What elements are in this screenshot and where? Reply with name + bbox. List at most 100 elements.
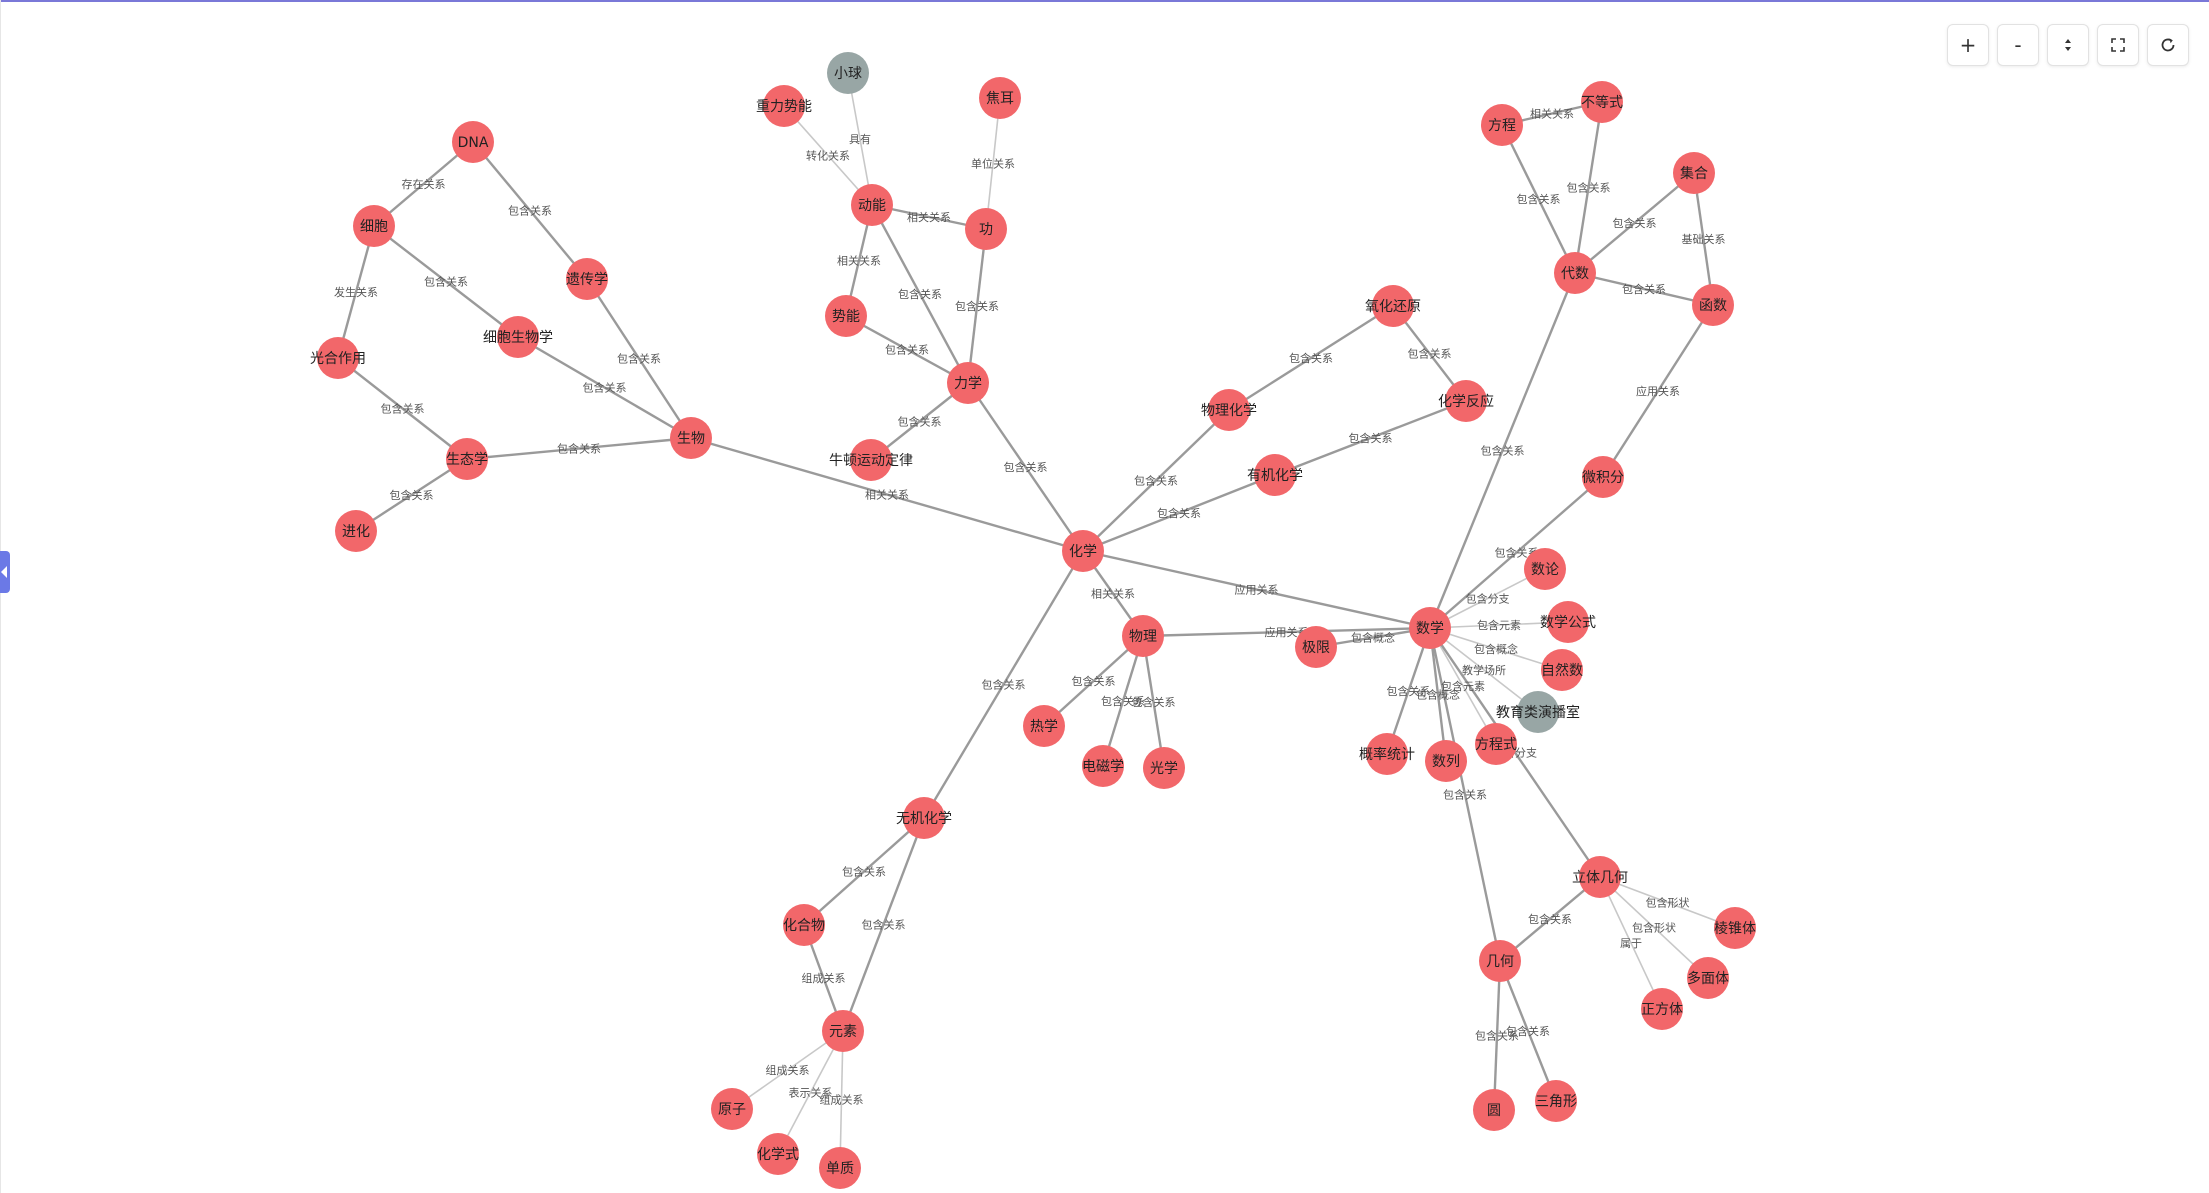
graph-node[interactable]: 三角形 bbox=[1535, 1080, 1577, 1122]
edge-label: 包含关系 bbox=[1134, 474, 1178, 488]
graph-node[interactable]: 正方体 bbox=[1641, 988, 1683, 1030]
graph-node[interactable]: 数学公式 bbox=[1540, 601, 1596, 643]
node-circle bbox=[670, 417, 712, 459]
node-circle bbox=[819, 1147, 861, 1189]
fullscreen-button[interactable] bbox=[2097, 24, 2139, 66]
graph-node[interactable]: 概率统计 bbox=[1359, 733, 1415, 775]
side-panel-toggle[interactable] bbox=[0, 551, 10, 593]
graph-node[interactable]: 方程式 bbox=[1475, 723, 1517, 765]
graph-node[interactable]: 电磁学 bbox=[1082, 745, 1124, 787]
graph-node[interactable]: 小球 bbox=[827, 52, 869, 94]
node-label: 数学公式 bbox=[1540, 615, 1596, 631]
graph-edge bbox=[922, 550, 1085, 819]
graph-node[interactable]: 棱锥体 bbox=[1714, 907, 1756, 949]
graph-node[interactable]: 无机化学 bbox=[896, 797, 952, 839]
graph-node[interactable]: 不等式 bbox=[1581, 81, 1623, 123]
graph-node[interactable]: 化学式 bbox=[757, 1133, 799, 1175]
node-label: 氧化还原 bbox=[1365, 299, 1421, 315]
node-circle bbox=[1082, 745, 1124, 787]
graph-node[interactable]: 热学 bbox=[1023, 705, 1065, 747]
edge-label: 包含关系 bbox=[862, 918, 906, 932]
edge-label: 包含关系 bbox=[1408, 347, 1452, 361]
graph-edge bbox=[1428, 272, 1577, 629]
graph-node[interactable]: 函数 bbox=[1692, 284, 1734, 326]
graph-node[interactable]: 氧化还原 bbox=[1365, 285, 1421, 327]
top-accent-line bbox=[0, 0, 2209, 2]
node-label: 生态学 bbox=[446, 452, 488, 468]
graph-node[interactable]: 光合作用 bbox=[310, 337, 366, 379]
edge-label: 包含关系 bbox=[982, 678, 1026, 692]
graph-edge bbox=[517, 335, 692, 440]
refresh-button[interactable] bbox=[2147, 24, 2189, 66]
graph-node[interactable]: 多面体 bbox=[1687, 957, 1729, 999]
refresh-icon bbox=[2161, 38, 2175, 52]
graph-node[interactable]: 重力势能 bbox=[756, 85, 812, 127]
graph-node[interactable]: 有机化学 bbox=[1247, 454, 1303, 496]
graph-edge bbox=[1599, 876, 1663, 1010]
graph-node[interactable]: 功 bbox=[965, 208, 1007, 250]
graph-edge bbox=[1101, 635, 1145, 767]
node-circle bbox=[1254, 454, 1296, 496]
graph-node[interactable]: 细胞 bbox=[353, 205, 395, 247]
graph-node[interactable]: 化合物 bbox=[783, 904, 825, 946]
graph-node[interactable]: 原子 bbox=[711, 1088, 753, 1130]
graph-edge bbox=[373, 141, 474, 227]
graph-edge bbox=[985, 97, 1001, 230]
graph-node[interactable]: 单质 bbox=[819, 1147, 861, 1189]
graph-edge bbox=[1274, 399, 1467, 477]
graph-node[interactable]: 焦耳 bbox=[979, 77, 1021, 119]
graph-node[interactable]: 遗传学 bbox=[566, 258, 608, 300]
node-circle bbox=[783, 904, 825, 946]
graph-node[interactable]: 方程 bbox=[1481, 104, 1523, 146]
edge-label: 包含关系 bbox=[1443, 788, 1487, 802]
graph-node[interactable]: 集合 bbox=[1673, 152, 1715, 194]
graph-node[interactable]: 力学 bbox=[947, 362, 989, 404]
graph-node[interactable]: 势能 bbox=[825, 295, 867, 337]
node-label: 三角形 bbox=[1535, 1094, 1577, 1110]
graph-node[interactable]: 极限 bbox=[1295, 626, 1337, 668]
edge-label: 相关关系 bbox=[837, 254, 881, 268]
node-label: 遗传学 bbox=[566, 272, 608, 288]
graph-node[interactable]: 牛顿运动定律 bbox=[829, 439, 913, 481]
graph-node[interactable]: 自然数 bbox=[1541, 649, 1583, 691]
graph-node[interactable]: 物理化学 bbox=[1201, 389, 1257, 431]
edge-label: 包含形状 bbox=[1646, 896, 1690, 910]
node-label: 数学 bbox=[1416, 621, 1444, 637]
graph-node[interactable]: 数列 bbox=[1425, 740, 1467, 782]
graph-node[interactable]: 圆 bbox=[1473, 1089, 1515, 1131]
graph-node[interactable]: 元素 bbox=[822, 1010, 864, 1052]
graph-edge bbox=[1082, 549, 1431, 630]
fit-view-button[interactable] bbox=[2047, 24, 2089, 66]
graph-node[interactable]: 几何 bbox=[1479, 940, 1521, 982]
graph-node[interactable]: 数论 bbox=[1524, 548, 1566, 590]
graph-node[interactable]: 物理 bbox=[1122, 615, 1164, 657]
graph-node[interactable]: 化学反应 bbox=[1438, 380, 1494, 422]
zoom-out-button[interactable]: - bbox=[1997, 24, 2039, 66]
graph-node[interactable]: 进化 bbox=[335, 510, 377, 552]
edge-label: 包含关系 bbox=[557, 442, 601, 456]
graph-node[interactable]: 立体几何 bbox=[1572, 856, 1628, 898]
edge-label: 包含概念 bbox=[1416, 688, 1460, 702]
zoom-in-button[interactable]: + bbox=[1947, 24, 1989, 66]
node-label: 几何 bbox=[1486, 954, 1514, 970]
graph-node[interactable]: 光学 bbox=[1143, 747, 1185, 789]
graph-node[interactable]: 化学 bbox=[1062, 530, 1104, 572]
edge-label: 包含关系 bbox=[1622, 282, 1666, 296]
node-label: 化合物 bbox=[783, 918, 825, 934]
graph-node[interactable]: 教育类演播室 bbox=[1496, 691, 1580, 733]
graph-edge bbox=[839, 1030, 844, 1169]
graph-node[interactable]: 微积分 bbox=[1582, 456, 1624, 498]
graph-node[interactable]: DNA bbox=[452, 121, 494, 163]
graph-edge bbox=[966, 228, 988, 384]
node-label: 数论 bbox=[1531, 562, 1559, 578]
graph-node[interactable]: 代数 bbox=[1554, 252, 1596, 294]
graph-node[interactable]: 细胞生物学 bbox=[483, 316, 553, 358]
graph-node[interactable]: 动能 bbox=[851, 184, 893, 226]
node-circle bbox=[1122, 615, 1164, 657]
graph-node[interactable]: 生态学 bbox=[446, 438, 488, 480]
left-border bbox=[0, 0, 1, 1193]
graph-node[interactable]: 生物 bbox=[670, 417, 712, 459]
node-label: 概率统计 bbox=[1359, 746, 1415, 763]
graph-node[interactable]: 数学 bbox=[1409, 607, 1451, 649]
